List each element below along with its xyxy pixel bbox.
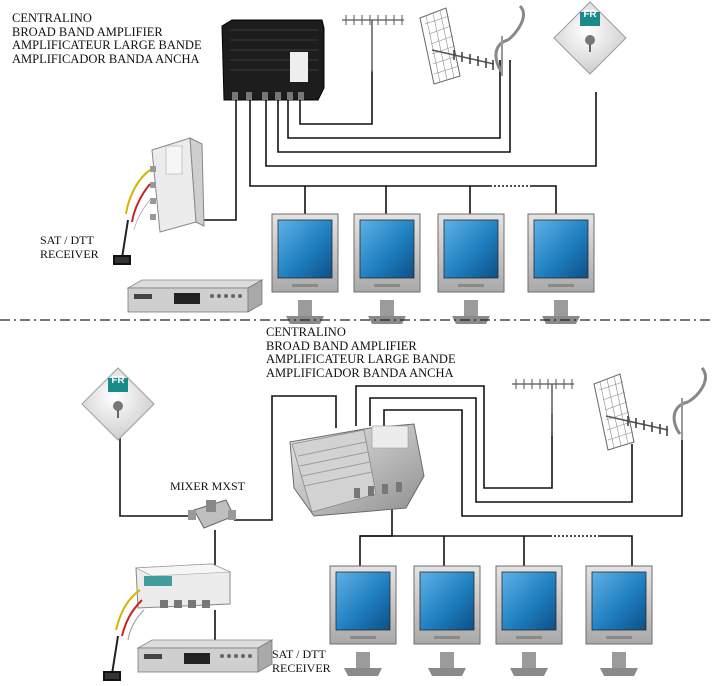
cable-amp-to-dish xyxy=(265,92,597,167)
top-dish-badge-text: FR xyxy=(583,9,597,20)
top-monitor-2 xyxy=(353,213,421,325)
cable-mixer-to-amp xyxy=(234,395,337,521)
bottom-receiver-label: SAT / DTT RECEIVER xyxy=(272,647,331,675)
label-line: RECEIVER xyxy=(40,246,99,261)
top-monitor-1 xyxy=(271,213,339,325)
bottom-yagi-antenna xyxy=(511,378,575,436)
mixer-mxst xyxy=(188,499,236,529)
bottom-satellite-dish xyxy=(81,367,155,441)
top-rca-cable xyxy=(113,169,151,265)
cable-amp-to-yagi-antenna xyxy=(299,70,373,125)
label-line: CENTRALINO xyxy=(12,11,92,25)
label-line: CENTRALINO xyxy=(266,325,346,339)
bottom-monitor-4 xyxy=(585,565,653,677)
top-monitor-4 xyxy=(527,213,595,325)
top-rod-antenna xyxy=(494,4,525,76)
top-yagi-antenna xyxy=(341,14,405,72)
bottom-monitor-3 xyxy=(495,565,563,677)
top-monitor-3 xyxy=(437,213,505,325)
cable-amp-to-grid-antenna xyxy=(287,60,501,139)
cable-amp-to-splitter xyxy=(202,100,237,221)
bottom-rca-cable xyxy=(103,589,145,681)
bottom-dish-badge-text: FR xyxy=(111,375,125,386)
cable-amp-to-rod-antenna xyxy=(277,60,511,153)
label-line: AMPLIFICADOR BANDA ANCHA xyxy=(12,51,200,66)
label-line: SAT / DTT xyxy=(40,233,94,247)
cable-amp-to-yagi xyxy=(355,385,553,489)
bottom-amplifier-label: CENTRALINO BROAD BAND AMPLIFIER AMPLIFIC… xyxy=(266,325,456,380)
top-satellite-dish xyxy=(553,1,627,75)
bottom-monitor-2 xyxy=(413,565,481,677)
top-grid-antenna xyxy=(419,7,495,85)
cable-amp-to-grid xyxy=(369,397,633,503)
label-line: AMPLIFICADOR BANDA ANCHA xyxy=(266,365,454,380)
label-line: BROAD BAND AMPLIFIER xyxy=(266,338,417,353)
cable-dish-to-mixer xyxy=(119,430,192,517)
dish-badge xyxy=(580,12,600,26)
top-receiver-label: SAT / DTT RECEIVER xyxy=(40,233,99,261)
label-line: RECEIVER xyxy=(272,660,331,675)
dish-badge-bottom xyxy=(108,378,128,392)
bottom-cables xyxy=(119,385,683,644)
top-splitter xyxy=(150,137,205,233)
cable-amp-to-monitors xyxy=(249,100,490,187)
top-receiver-box xyxy=(127,279,263,313)
bottom-broadband-amplifier xyxy=(289,423,425,517)
bottom-receiver-box xyxy=(137,639,273,673)
label-line: BROAD BAND AMPLIFIER xyxy=(12,24,163,39)
top-broadband-amplifier xyxy=(221,19,325,101)
bottom-splitter xyxy=(134,563,231,609)
top-amplifier-label: CENTRALINO BROAD BAND AMPLIFIER AMPLIFIC… xyxy=(12,11,202,66)
label-line: AMPLIFICATEUR LARGE BANDE xyxy=(12,38,202,52)
mixer-label: MIXER MXST xyxy=(170,479,246,493)
bottom-rod-antenna xyxy=(672,367,707,440)
top-cables xyxy=(202,60,597,221)
bottom-monitor-1 xyxy=(329,565,397,677)
label-line: SAT / DTT xyxy=(272,647,326,661)
cable-amp-to-rod xyxy=(383,409,683,517)
bottom-grid-antenna xyxy=(593,373,669,451)
label-line: AMPLIFICATEUR LARGE BANDE xyxy=(266,352,456,366)
